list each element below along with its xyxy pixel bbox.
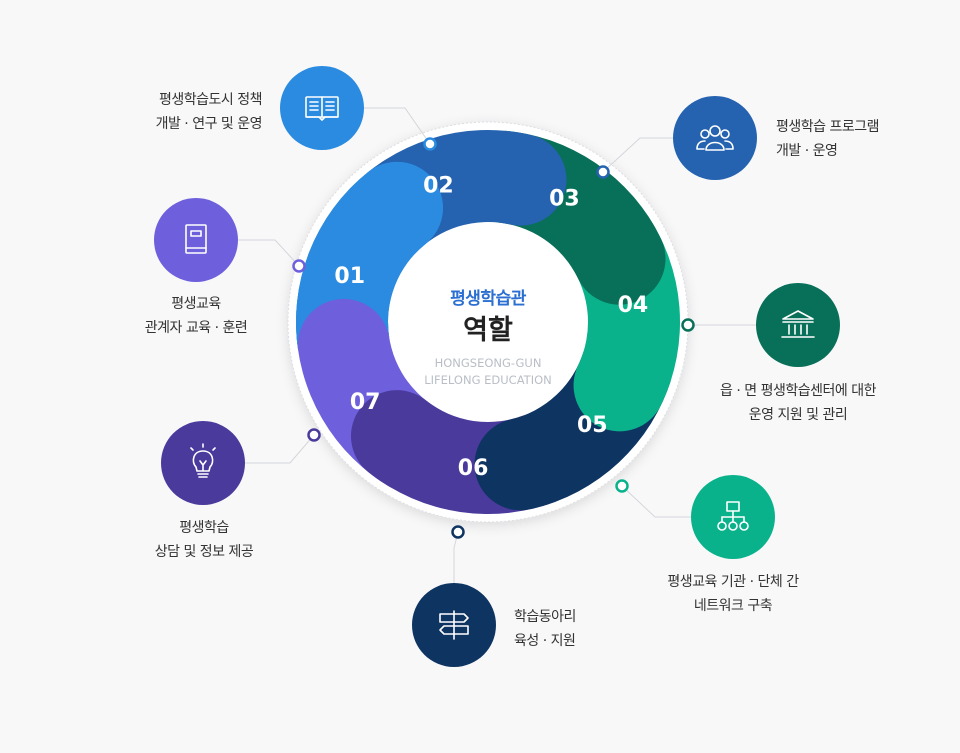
anchor-dot-02 <box>596 165 610 179</box>
segment-number-02: 02 <box>423 174 454 199</box>
segment-label-07-line2: 관계자 교육 · 훈련 <box>144 320 248 336</box>
segment-label-02-line2: 개발 · 운영 <box>776 143 838 159</box>
anchor-dot-07 <box>292 259 306 273</box>
icon-circle-06 <box>161 421 245 505</box>
segment-label-05-line2: 육성 · 지원 <box>514 633 576 649</box>
segment-label-04-line1: 평생교육 기관 · 단체 간 <box>667 574 799 590</box>
segment-label-07: 평생교육 관계자 교육 · 훈련 <box>144 292 248 340</box>
icon-badge-07 <box>154 198 238 282</box>
icon-badge-06 <box>161 421 245 505</box>
network-hierarchy-icon <box>717 501 749 531</box>
icon-circle-02 <box>673 96 757 180</box>
segment-label-05-line1: 학습동아리 <box>514 609 576 625</box>
segment-number-06: 06 <box>458 456 489 481</box>
cycle-segment-03 <box>494 130 666 305</box>
icon-badge-03 <box>756 283 840 367</box>
center-english-line2: LIFELONG EDUCATION <box>424 373 552 387</box>
lightbulb-icon <box>190 443 216 478</box>
center-subtitle: 평생학습관 <box>450 289 526 309</box>
segment-label-06-line2: 상담 및 정보 제공 <box>154 544 254 560</box>
segment-label-02: 평생학습 프로그램 개발 · 운영 <box>776 115 880 163</box>
segment-label-03: 읍 · 면 평생학습센터에 대한 운영 지원 및 관리 <box>720 379 876 427</box>
people-group-icon <box>696 125 734 151</box>
center-title: 역할 <box>463 315 513 346</box>
icon-badge-01 <box>280 66 364 150</box>
segment-number-07: 07 <box>350 390 381 415</box>
segment-label-04: 평생교육 기관 · 단체 간 네트워크 구축 <box>667 570 799 618</box>
institution-building-icon <box>781 310 815 338</box>
anchor-dot-03 <box>681 318 695 332</box>
segment-label-01-line2: 개발 · 연구 및 운영 <box>155 116 263 132</box>
inner-disc <box>388 222 588 422</box>
open-book-icon <box>305 96 339 121</box>
segment-label-04-line2: 네트워크 구축 <box>693 598 773 614</box>
segment-number-04: 04 <box>618 293 649 318</box>
segment-label-07-line1: 평생교육 <box>171 296 221 312</box>
segment-label-05: 학습동아리 육성 · 지원 <box>514 605 576 653</box>
segment-label-06: 평생학습 상담 및 정보 제공 <box>155 516 254 564</box>
anchor-dot-05 <box>451 525 465 539</box>
segment-number-05: 05 <box>577 413 608 438</box>
icon-badge-04 <box>691 475 775 559</box>
icon-badge-05 <box>412 583 496 667</box>
segment-number-03: 03 <box>549 187 580 212</box>
signpost-icon <box>439 610 469 640</box>
icon-circle-07 <box>154 198 238 282</box>
segment-number-01: 01 <box>334 264 365 289</box>
segment-label-02-line1: 평생학습 프로그램 <box>776 119 880 135</box>
center-english-line1: HONGSEONG-GUN <box>434 356 542 370</box>
center-english-caption: HONGSEONG-GUN LIFELONG EDUCATION <box>424 355 552 389</box>
anchor-dot-06 <box>307 428 321 442</box>
notebook-icon <box>185 224 207 254</box>
segment-label-03-line1: 읍 · 면 평생학습센터에 대한 <box>720 383 876 399</box>
icon-circle-03 <box>756 283 840 367</box>
cycle-segment-07 <box>296 276 439 489</box>
segment-label-06-line1: 평생학습 <box>179 520 229 536</box>
segment-label-03-line2: 운영 지원 및 관리 <box>748 407 848 423</box>
cycle-segment-02 <box>346 130 567 255</box>
anchor-dot-04 <box>615 479 629 493</box>
icon-badge-02 <box>673 96 757 180</box>
anchor-dot-01 <box>423 137 437 151</box>
cycle-segment-01-overlay <box>295 161 443 353</box>
cycle-segment-05 <box>474 350 672 511</box>
segment-label-01-line1: 평생학습도시 정책 <box>159 92 263 108</box>
segment-label-01: 평생학습도시 정책 개발 · 연구 및 운영 <box>155 88 263 136</box>
